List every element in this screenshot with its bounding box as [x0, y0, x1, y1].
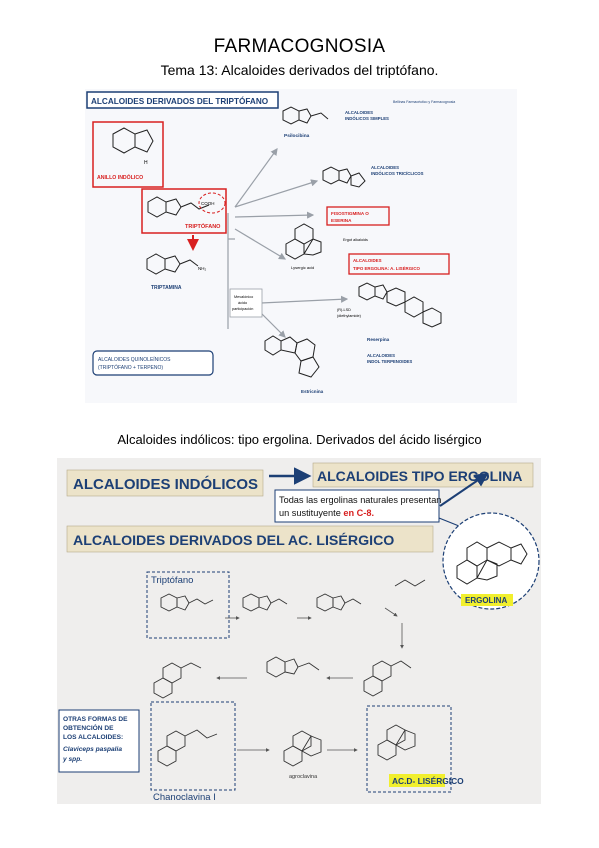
psilocybin-structure [282, 106, 329, 125]
tryptophan-box [141, 188, 227, 234]
ergolina-line2: TIPO ERGOLINA: A. LISÉRGICO [353, 266, 421, 271]
pathway-structures-row1 [160, 579, 426, 612]
c8-note-box [274, 489, 440, 523]
arrow-physostigmine [234, 211, 315, 219]
terpenoides-line1: ALCALOIDES [367, 353, 395, 358]
psilocibina-label: Psilocibina [284, 133, 310, 139]
arrow-terpenoid [260, 295, 349, 304]
ergolina-box [348, 253, 450, 275]
ergolina-label: ERGOLINA [465, 596, 507, 605]
mevalonic-line3: participación [232, 307, 253, 311]
lysergic-acid-structure [285, 223, 322, 260]
fisostigmina-line1: FISOSTIGMINA O [331, 211, 369, 216]
indole-ring-box [92, 121, 164, 188]
ergot-note: Ergot alkaloids [343, 238, 368, 242]
tryptophan-cooh: COOH [201, 201, 215, 206]
fisostigmina-line2: ESERINA [331, 218, 352, 223]
ergoline-circle [442, 512, 540, 610]
otras-line1: OTRAS FORMAS DE [63, 716, 128, 723]
ac-lisergico-highlight [389, 774, 445, 787]
ac-lisergico-label: AC.D- LISÉRGICO [392, 775, 464, 786]
quinolein-box [92, 350, 214, 376]
reserpine-structure [358, 282, 442, 328]
chanoclavine-dashed-box [150, 701, 236, 791]
ergolina-highlight [461, 594, 513, 606]
triciclicos-line2: INDÓLICOS TRICÍCLICOS [371, 171, 424, 176]
simples-line2: INDÓLICOS SIMPLES [345, 116, 389, 121]
lsd-line2: (diethylamide) [337, 314, 362, 318]
mevalonic-line1: Mevalónico [234, 295, 253, 299]
otras-line5: y spp. [62, 756, 82, 763]
arrow-r1c [384, 607, 398, 617]
ergolina-line1: ALCALOIDES [353, 258, 382, 263]
tryptophan-structure [147, 196, 210, 218]
figure2-caption: Alcaloides indólicos: tipo ergolina. Der… [117, 432, 482, 447]
anillo-label: ANILLO INDÓLICO [97, 173, 143, 181]
chanoclavina-label: Chanoclavina I [153, 792, 216, 803]
otras-line4: Claviceps paspalia [63, 746, 122, 753]
fisostigmina-box [326, 206, 390, 226]
otras-line2: OBTENCIÓN DE [63, 723, 114, 732]
lysergic-acid-label: Lysergic acid [291, 265, 314, 270]
tipo-ergolina-banner [312, 462, 534, 488]
page-subtitle: Tema 13: Alcaloides derivados del triptó… [160, 62, 439, 78]
tryptophan-dashed-box [146, 571, 230, 639]
indole-h-label: H [144, 160, 148, 166]
agroclavina-label: agroclavina [289, 774, 318, 780]
arrow-tricyclic [234, 179, 319, 208]
derivados-text: ALCALOIDES DERIVADOS DEL AC. LISÉRGICO [73, 532, 394, 549]
pathway-structures-row2 [153, 656, 412, 699]
triptofano-label: Triptófano [151, 575, 193, 586]
tryptamine-structure [146, 253, 199, 275]
figure-tryptophan-alkaloids: ALCALOIDES DERIVADOS DEL TRIPTÓFANO Bell… [85, 89, 517, 403]
mevalonic-line2: ácido [238, 301, 247, 305]
arrow-strychnine [260, 312, 286, 338]
indole-ring-structure [112, 127, 154, 154]
tricyclic-structure [322, 166, 366, 188]
c8-note-highlight: en C-8. [343, 508, 374, 518]
terpenoides-line2: INDOL TERPENOIDES [367, 359, 412, 364]
otras-line3: LOS ALCALOIDES: [63, 734, 123, 741]
note-arrow [439, 472, 489, 507]
figure1-banner: ALCALOIDES DERIVADOS DEL TRIPTÓFANO [91, 95, 269, 106]
page-title: FARMACOGNOSIA [213, 36, 386, 57]
tryptamine-nh2: NH₂ [198, 266, 206, 271]
mevalonic-box [229, 288, 263, 318]
c8-note-line2: un sustituyente [279, 508, 343, 518]
triciclicos-line1: ALCALOIDES [371, 165, 399, 170]
arrow-simple [234, 148, 278, 208]
triptamina-label: TRIPTAMINA [151, 285, 182, 291]
triptofano-label: TRIPTÓFANO [185, 222, 221, 230]
otras-formas-box [58, 709, 140, 773]
pathway-structures-row3 [157, 724, 416, 767]
lysergic-dashed-box [366, 705, 452, 793]
c8-note-line1: Todas las ergolinas naturales presentan [279, 495, 441, 505]
figure1-credit: Bellinas Farmacéutico y Farmacognosia [393, 100, 455, 104]
indolicos-banner [66, 469, 264, 497]
svg-text:un sustituyente en C-8.: un sustituyente en C-8. [279, 508, 374, 518]
figure-ergoline-alkaloids: ALCALOIDES INDÓLICOS ALCALOIDES TIPO ERG… [57, 458, 541, 804]
lsd-line1: (R)-LSD [337, 308, 351, 312]
quinolein-line1: ALCALOIDES QUINOLEÍNICOS [98, 356, 171, 363]
derivados-banner [66, 525, 434, 553]
strychnine-structure [264, 335, 320, 378]
simples-line1: ALCALOIDES [345, 110, 373, 115]
quinolein-line2: (TRIPTÓFANO + TERPENO) [98, 364, 163, 371]
indolicos-text: ALCALOIDES INDÓLICOS [73, 475, 258, 493]
carboxyl-circle [198, 192, 226, 214]
branch-bracket [227, 213, 235, 329]
estricnina-label: Estricnina [301, 389, 324, 394]
figure1-banner-box [86, 91, 279, 109]
ergoline-structure [456, 541, 528, 585]
arrow-ergoline [234, 228, 287, 260]
tipo-ergolina-text: ALCALOIDES TIPO ERGOLINA [317, 468, 522, 484]
reserpina-label: Reserpina [367, 337, 390, 342]
